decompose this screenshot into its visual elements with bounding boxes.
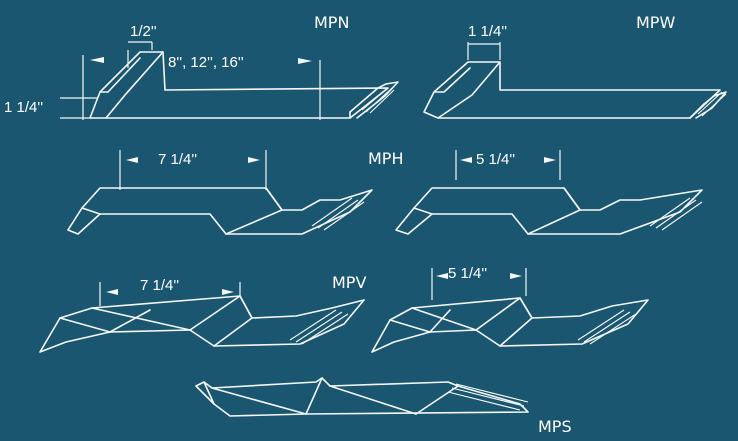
mpw-dim-rib-width: 1 1/4'' [468,23,507,40]
mpn-dim-rib-height: 1 1/4'' [4,99,43,116]
mph-profile-left: 7 1/4'' MPH [67,149,403,235]
mpv-dim-left: 7 1/4'' [140,277,179,294]
mpn-profile: 1/2'' 8'', 12'', 16'' 1 1/4'' MPN [4,13,399,120]
mpw-label: MPW [636,13,675,32]
mps-profile: MPS [195,377,572,436]
mph-dim-left: 7 1/4'' [158,151,197,168]
mpw-profile: 1 1/4'' MPW [423,13,727,119]
mpv-label: MPV [332,273,366,292]
mps-label: MPS [538,417,572,436]
mpn-dim-panel-widths: 8'', 12'', 16'' [168,54,244,71]
mph-profile-right: 5 1/4'' [395,150,703,235]
mph-dim-right: 5 1/4'' [476,151,515,168]
mpv-dim-right: 5 1/4'' [448,265,487,282]
mpv-profile-left: 7 1/4'' MPV [39,273,366,353]
mph-label: MPH [368,149,403,168]
mpn-label: MPN [314,13,349,32]
mpn-dim-rib-width: 1/2'' [130,23,157,40]
mpv-profile-right: 5 1/4'' [371,265,649,353]
